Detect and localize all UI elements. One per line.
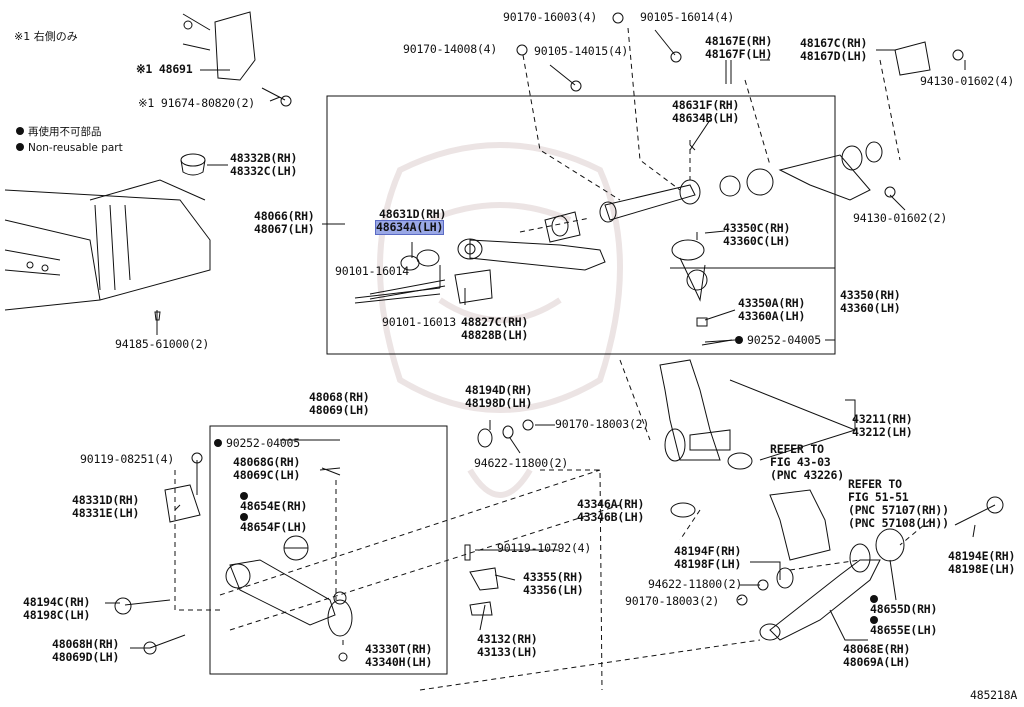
legend-nonreusable-en: Non-reusable part xyxy=(16,142,123,154)
part-48068H[interactable]: 48068H(RH)48069D(LH) xyxy=(52,637,120,664)
lower-arm xyxy=(114,452,353,655)
figure-id: 485218A xyxy=(970,688,1018,702)
part-94130-01602-4[interactable]: 94130-01602(4) xyxy=(920,74,1015,88)
part-48194D[interactable]: 48194D(RH)48198D(LH) xyxy=(465,383,533,410)
part-94622-11800-b[interactable]: 94622-11800(2) xyxy=(648,577,743,591)
part-43132[interactable]: 43132(RH)43133(LH) xyxy=(477,632,538,659)
nonreusable-dot-icon xyxy=(870,595,878,603)
part-48066[interactable]: 48066(RH)48067(LH) xyxy=(254,209,315,236)
nonreusable-dot-icon xyxy=(214,439,222,447)
ball-joint xyxy=(671,232,733,346)
frame-crossmember xyxy=(4,179,211,311)
small-parts-mid xyxy=(338,419,696,662)
top-bolts xyxy=(516,12,732,151)
part-90105-16014[interactable]: 90105-16014(4) xyxy=(640,10,735,24)
lower-arm-rh xyxy=(736,489,1004,641)
part-90170-18003-b[interactable]: 90170-18003(2) xyxy=(625,594,720,608)
part-94622-11800-a[interactable]: 94622-11800(2) xyxy=(474,456,569,470)
part-43355[interactable]: 43355(RH)43356(LH) xyxy=(523,570,584,597)
legend-nonreusable-en-text: Non-reusable part xyxy=(28,142,123,154)
part-90101-16014[interactable]: 90101-16014 xyxy=(335,264,409,278)
part-48331[interactable]: 48331D(RH)48331E(LH) xyxy=(72,493,140,520)
part-48068[interactable]: 48068(RH)48069(LH) xyxy=(309,390,370,417)
part-48631F[interactable]: 48631F(RH)48634B(LH) xyxy=(672,98,740,125)
part-48827[interactable]: 48827C(RH)48828B(LH) xyxy=(461,315,529,342)
part-90119-08251[interactable]: 90119-08251(4) xyxy=(80,452,175,466)
bump-stopper xyxy=(180,153,206,176)
part-43350C[interactable]: 43350C(RH)43360C(LH) xyxy=(723,221,791,248)
part-43211[interactable]: 43211(RH)43212(LH) xyxy=(852,412,913,439)
part-48194E[interactable]: 48194E(RH)48198E(LH) xyxy=(948,549,1016,576)
part-48332[interactable]: 48332B(RH)48332C(LH) xyxy=(230,151,298,178)
nonreusable-dot-icon xyxy=(240,513,248,521)
part-48194C[interactable]: 48194C(RH)48198C(LH) xyxy=(23,595,91,622)
bolt-94185 xyxy=(154,311,161,321)
lower-arm-group-box xyxy=(209,425,448,675)
part-48631D[interactable]: 48631D(RH) xyxy=(379,207,447,221)
steering-knuckle xyxy=(659,359,753,470)
part-90252-04005-low[interactable]: 90252-04005 xyxy=(214,437,300,450)
part-48194F[interactable]: 48194F(RH)48198F(LH) xyxy=(674,544,742,571)
part-48167C[interactable]: 48167C(RH)48167D(LH) xyxy=(800,36,868,63)
part-90170-18003-a[interactable]: 90170-18003(2) xyxy=(555,417,650,431)
bracket-48691 xyxy=(182,11,292,107)
nonreusable-dot-icon xyxy=(870,616,878,624)
part-94185-61000[interactable]: 94185-61000(2) xyxy=(115,337,210,351)
part-90101-16013[interactable]: 90101-16013 xyxy=(382,315,456,329)
part-48655[interactable]: 48655D(RH)48655E(LH) xyxy=(870,595,937,637)
part-90119-10792[interactable]: 90119-10792(4) xyxy=(497,541,592,555)
nonreusable-dot-icon xyxy=(735,336,743,344)
part-48654[interactable]: 48654E(RH)48654F(LH) xyxy=(240,492,307,534)
part-90105-14015[interactable]: 90105-14015(4) xyxy=(534,44,629,58)
leader-lines xyxy=(105,49,976,649)
part-94130-01602-2[interactable]: 94130-01602(2) xyxy=(853,211,948,225)
legend-nonreusable-jp: 再使用不可部品 xyxy=(16,124,102,139)
part-43330[interactable]: 43330T(RH)43340H(LH) xyxy=(365,642,433,669)
upper-arm xyxy=(354,211,606,304)
part-48167E[interactable]: 48167E(RH)48167F(LH) xyxy=(705,34,773,61)
nonreusable-dot-icon xyxy=(16,143,24,151)
watermark-emblem xyxy=(377,142,623,498)
part-48068G[interactable]: 48068G(RH)48069C(LH) xyxy=(233,455,301,482)
part-90170-16003[interactable]: 90170-16003(4) xyxy=(503,10,598,24)
part-90252-04005-top[interactable]: 90252-04005 xyxy=(735,334,821,347)
part-48634A-highlighted[interactable]: 48634A(LH) xyxy=(374,220,445,235)
nonreusable-dot-icon xyxy=(16,127,24,135)
part-43346[interactable]: 43346A(RH)43346B(LH) xyxy=(577,497,645,524)
part-48691[interactable]: ※1 48691 xyxy=(136,62,193,76)
nonreusable-dot-icon xyxy=(240,492,248,500)
part-90170-14008[interactable]: 90170-14008(4) xyxy=(403,42,498,56)
note-rh-only: ※1 右側のみ xyxy=(14,30,78,43)
part-91674-80820[interactable]: ※1 91674-80820(2) xyxy=(138,96,256,110)
dashed-guide-lines xyxy=(174,27,931,691)
upper-arm-rh xyxy=(599,41,964,223)
legend-nonreusable-jp-text: 再使用不可部品 xyxy=(28,126,102,138)
upper-arm-group-box xyxy=(326,95,836,355)
part-48068E[interactable]: 48068E(RH)48069A(LH) xyxy=(843,642,911,669)
part-43350A[interactable]: 43350A(RH)43360A(LH) xyxy=(738,296,806,323)
part-43350[interactable]: 43350(RH)43360(LH) xyxy=(840,288,901,315)
